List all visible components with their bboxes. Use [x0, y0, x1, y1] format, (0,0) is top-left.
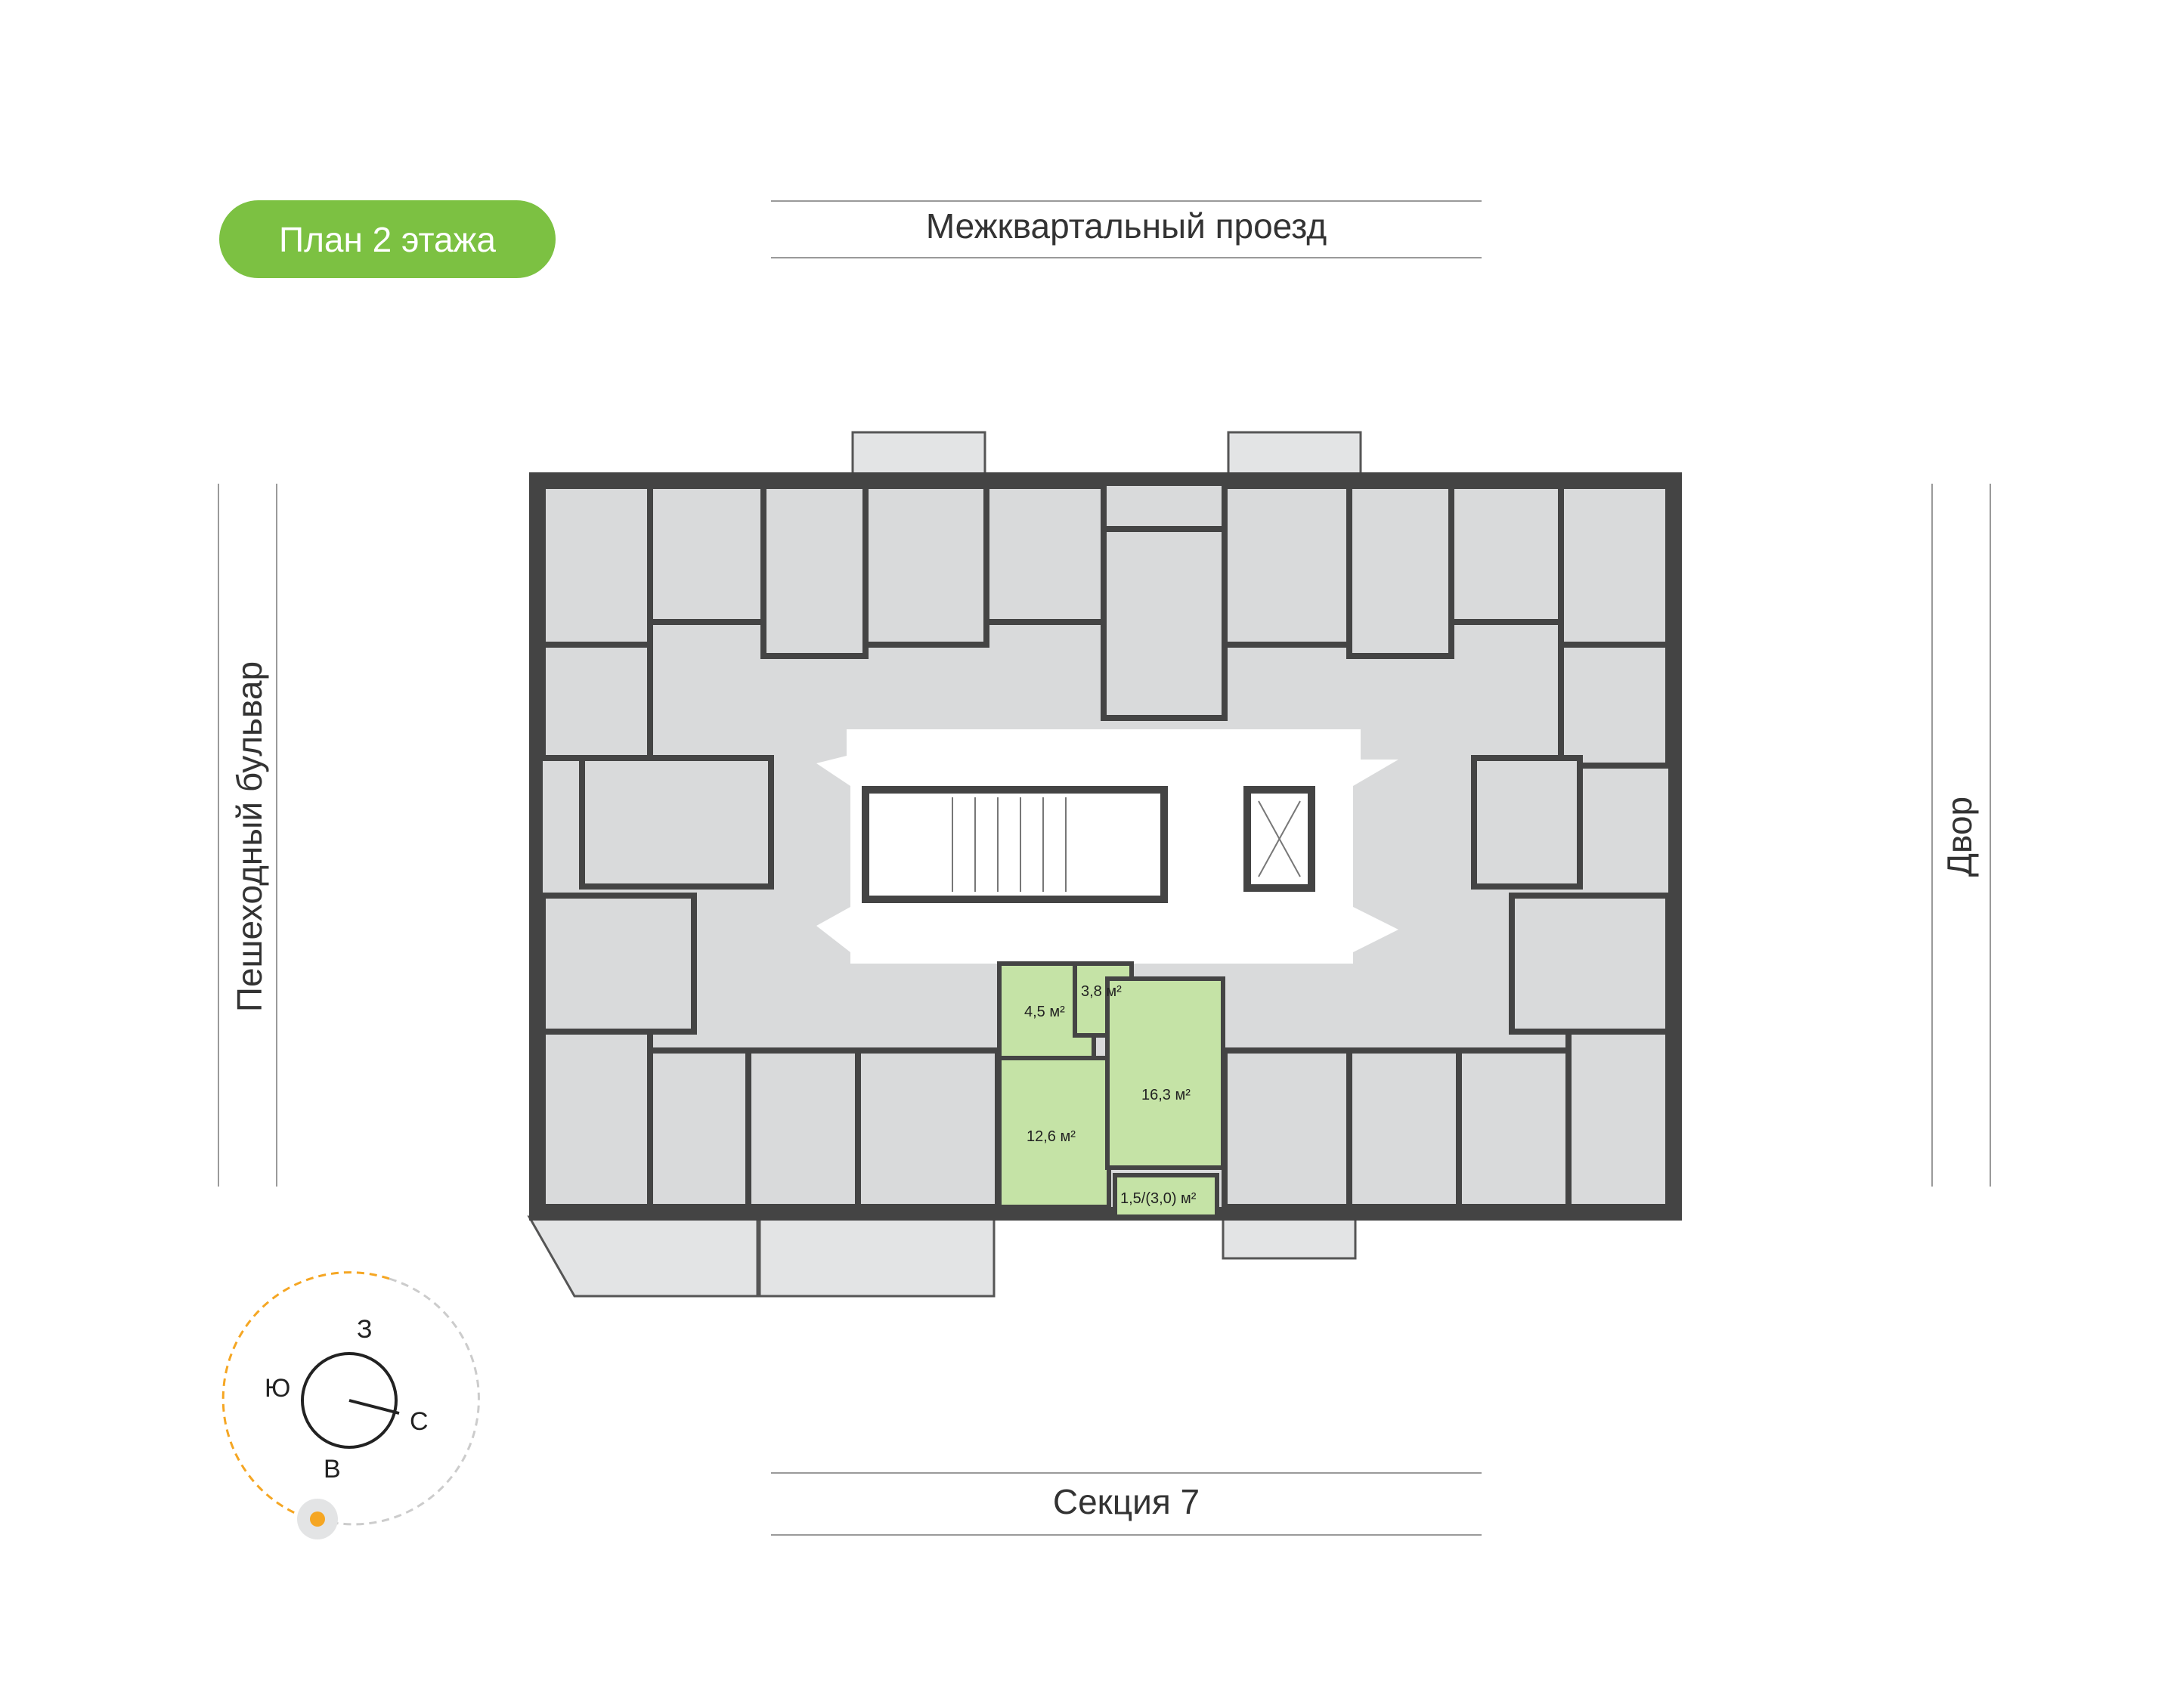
stair-core: [862, 786, 1315, 903]
room-area-hall: 3,8 м²: [1081, 983, 1122, 1000]
street-line: [1931, 484, 1933, 1187]
floor-plan-badge: План 2 этажа: [219, 200, 556, 278]
street-line: [1990, 484, 1991, 1187]
stair-steps: [952, 797, 1301, 892]
street-line: [771, 1534, 1482, 1536]
compass-east: В: [324, 1455, 341, 1484]
street-line: [218, 484, 219, 1187]
compass-west: З: [357, 1315, 373, 1344]
room-area-kitchen: 16,3 м²: [1141, 1087, 1191, 1103]
compass: З Ю С В: [221, 1271, 480, 1539]
street-line: [771, 200, 1482, 202]
street-line: [771, 1472, 1482, 1474]
balconies: [527, 431, 1362, 1298]
apartment-rooms: [540, 483, 1671, 1210]
section-label-bottom: Секция 7: [1052, 1482, 1200, 1521]
street-label-top: Межквартальный проезд: [925, 206, 1327, 246]
compass-south: Ю: [265, 1374, 290, 1403]
sun-icon: [310, 1512, 325, 1527]
room-area-bathroom: 4,5 м²: [1024, 1004, 1065, 1020]
room-area-balcony: 1,5/(3,0) м²: [1120, 1190, 1197, 1207]
highlighted-apartment: [997, 961, 1225, 1219]
street-line: [771, 257, 1482, 258]
room-area-bedroom: 12,6 м²: [1027, 1128, 1076, 1145]
street-line: [276, 484, 277, 1187]
compass-north: С: [410, 1407, 429, 1436]
